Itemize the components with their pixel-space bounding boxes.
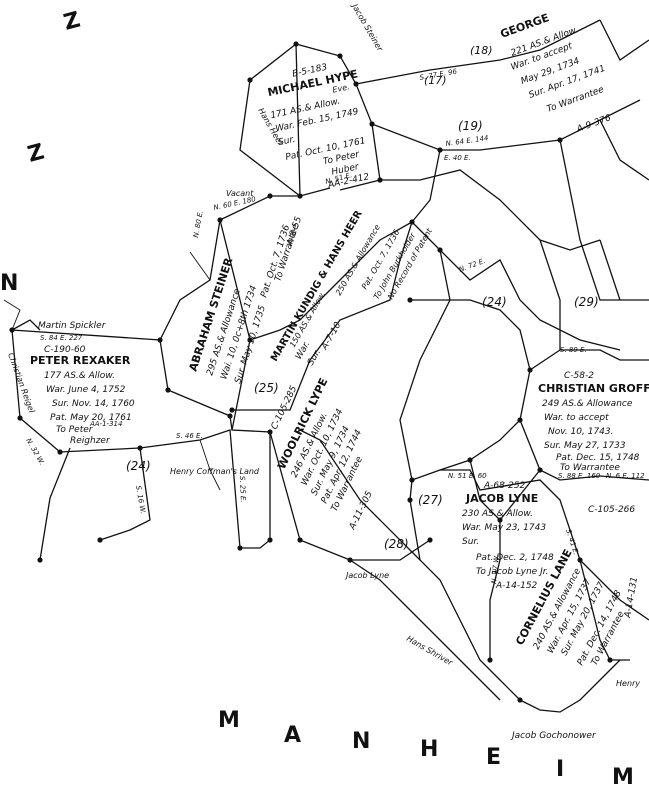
parcel-number: (25) xyxy=(254,381,279,395)
township-letter: H xyxy=(420,737,438,762)
bearing-label: S. 46 E. xyxy=(176,432,203,440)
tract-ref: C-58-2 xyxy=(564,371,594,381)
parcel-number: (29) xyxy=(574,295,599,309)
tract-george: GEORGE 221 AS.& Allow. War. to accept Ma… xyxy=(499,11,613,135)
tract-owner: PETER REXAKER xyxy=(30,354,131,367)
tract-warrant: Nov. 10, 1743. xyxy=(548,427,614,437)
tract-survey: Sur. xyxy=(462,537,479,547)
tract-survey: Sur. Nov. 14, 1760 xyxy=(52,399,135,409)
bearing-label: N. 32 W. xyxy=(24,437,46,466)
tract-ref: C-105-266 xyxy=(588,505,635,515)
bearing-label: N. 80 E. xyxy=(192,210,205,238)
parcel-number: (24) xyxy=(126,459,151,473)
bearing-label: N. 6 E. 112 xyxy=(606,472,645,480)
tract-ref: A-14-131 xyxy=(623,576,640,619)
tract-acreage: 249 AS.& Allowance xyxy=(542,399,633,409)
township-letter: M xyxy=(218,708,240,733)
tract-patentee: Reighzer xyxy=(70,436,111,446)
bearing-label: S. 25 E. xyxy=(238,476,247,503)
township-edge-letters: Z Z N xyxy=(0,8,83,296)
tract-warrant: War. June 4, 1752 xyxy=(46,385,126,395)
bearing-label: S. 16 W. xyxy=(134,485,147,515)
bearing-label: S. 88 E. 160 xyxy=(558,472,601,480)
neighbor-name: Henry xyxy=(616,679,640,688)
township-letter: E xyxy=(486,745,501,770)
neighbor-name: Jacob Lyne xyxy=(344,571,389,580)
tract-warrant: War. to accept xyxy=(544,413,609,423)
parcel-number: (27) xyxy=(418,493,443,507)
bearing-label: N. 17 W. xyxy=(490,554,501,584)
parcel-number: (18) xyxy=(470,44,493,57)
tract-owner: JACOB LYNE xyxy=(465,492,538,505)
edge-letter: N xyxy=(0,271,18,296)
township-letter: I xyxy=(556,757,564,782)
tract-acreage: 230 AS.& Allow. xyxy=(462,509,533,519)
neighbor-name: Martin Spickler xyxy=(38,321,107,331)
tract-warrant: War. May 23, 1743 xyxy=(462,523,546,533)
tract-christian-groff: C-58-2 CHRISTIAN GROFF 249 AS.& Allowanc… xyxy=(538,371,649,473)
tract-patent: Pat. Dec. 2, 1748 xyxy=(476,553,554,563)
tract-ref: A-68-252 xyxy=(483,481,526,491)
tract-patentee: To Jacob Lyne Jr. xyxy=(476,567,548,577)
tract-michael-hype: B-5-183 MICHAEL HYPE Eve. 171 AS.& Allow… xyxy=(262,57,380,200)
edge-letter: Z xyxy=(25,140,47,168)
tract-ref: AA-1-314 xyxy=(89,420,122,428)
bearing-label: N. 64 E. 144 xyxy=(445,134,489,148)
parcel-number: (24) xyxy=(482,295,507,309)
township-letter: M xyxy=(612,765,634,790)
township-letter: A xyxy=(284,723,301,748)
tract-patentee: To Peter xyxy=(56,425,94,435)
parcel-number: (28) xyxy=(384,537,409,551)
tract-ref: A-9-376 xyxy=(575,113,613,135)
neighbor-name: Jacob Gochonower xyxy=(510,731,597,741)
tract-acreage: 177 AS.& Allow. xyxy=(44,371,115,381)
neighbor-name: Henry Coffman's Land xyxy=(170,467,260,476)
neighbor-name: Hans Shriver xyxy=(405,634,455,668)
neighbor-name: Jacob Steiner xyxy=(349,1,385,54)
tract-survey: Sur. May 27, 1733 xyxy=(544,441,626,451)
bearing-label: S. 84 E. 227 xyxy=(40,334,83,342)
bearing-label: E. 40 E. xyxy=(444,154,471,162)
tract-ref: A-7-10 xyxy=(319,320,343,352)
tract-owner: CHRISTIAN GROFF xyxy=(538,382,649,395)
tract-patent: Pat. Dec. 15, 1748 xyxy=(556,453,640,463)
tract-woolrick-lype: C-105-285 WOOLRICK LYPE 246 AS.& Allow. … xyxy=(270,376,375,532)
tract-jacob-lyne: A-68-252 JACOB LYNE 230 AS.& Allow. War.… xyxy=(462,481,554,591)
parcel-number: (19) xyxy=(458,119,483,133)
bearing-label: N. 51 E. 60 xyxy=(448,472,487,480)
tract-ref: A-14-152 xyxy=(495,581,538,591)
tract-abraham-steiner: ABRAHAM STEINER 295 AS.& Allowance Wai. … xyxy=(186,215,304,385)
tract-peter-rexaker: C-190-60 PETER REXAKER 177 AS.& Allow. W… xyxy=(30,345,135,446)
edge-letter: Z xyxy=(61,8,83,36)
township-name-letters: M A N H E I M xyxy=(218,708,634,790)
township-letter: N xyxy=(352,729,370,754)
bearing-label: S. 89 E. xyxy=(560,346,587,354)
